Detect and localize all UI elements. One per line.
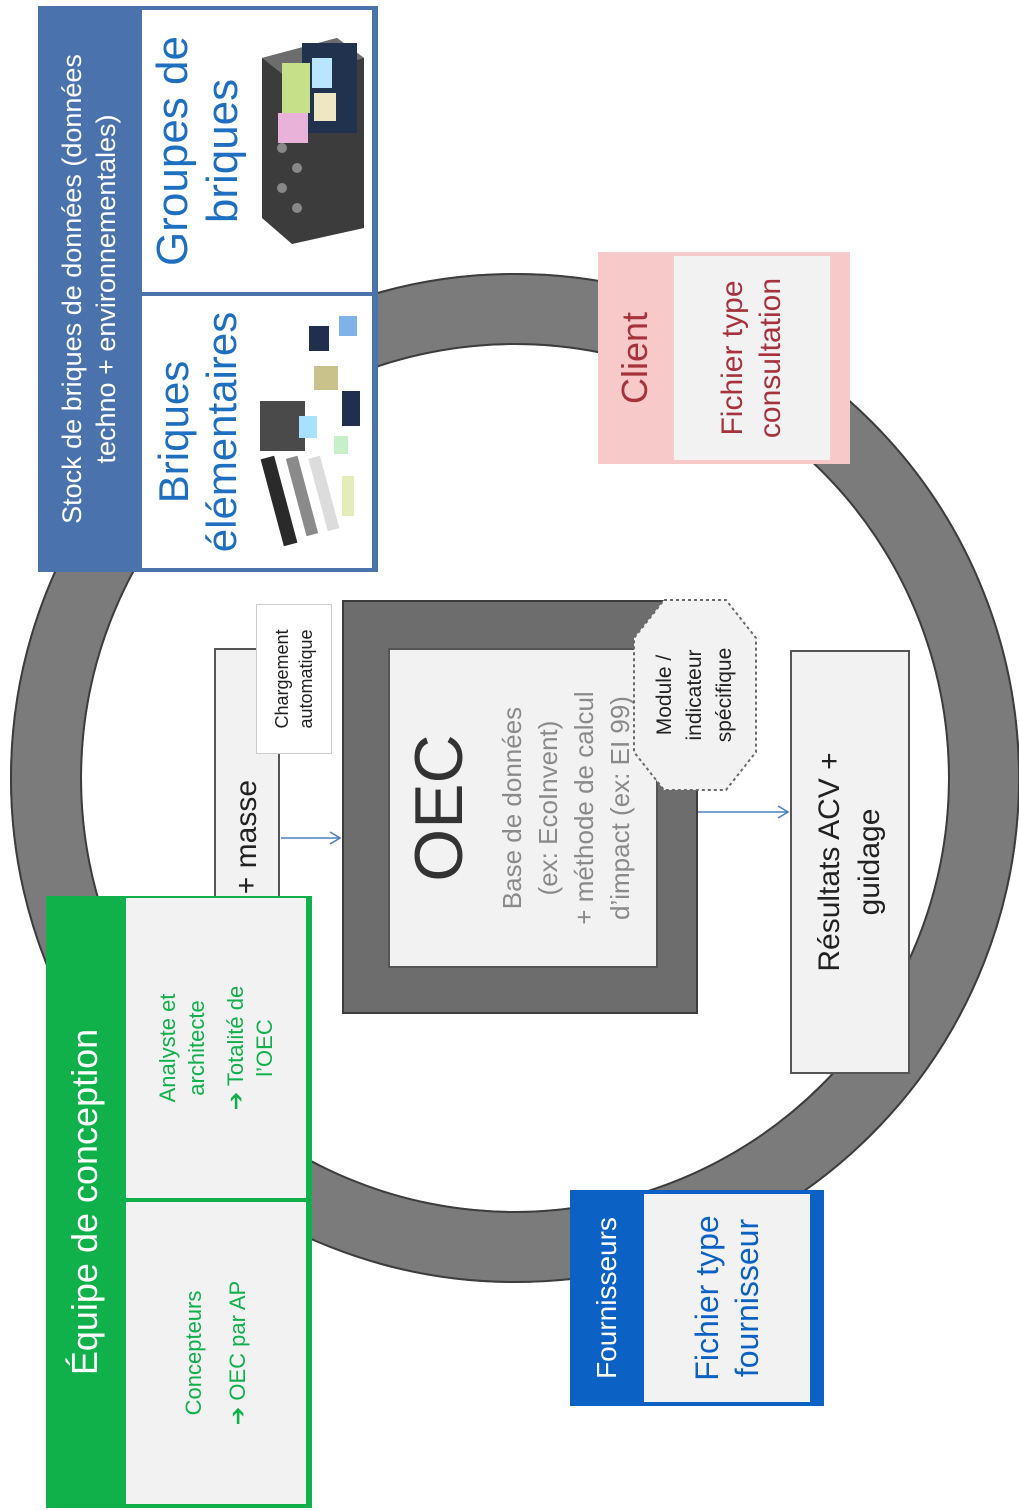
oec-to-results-arrow [698,805,790,819]
client-panel: Client Fichier type consultation [598,252,850,464]
designers-scope: ➔ OEC par AP [225,1280,250,1426]
client-file-card: Fichier type consultation [674,256,830,460]
autoload-tag: Chargement automatique [256,604,332,754]
suppliers-title: Fournisseurs [591,1217,622,1379]
suppliers-panel: Fournisseurs Fichier type fournisseur [570,1190,824,1406]
designers-label: Concepteurs [181,1290,206,1416]
supplier-file-card: Fichier type fournisseur [644,1194,810,1402]
design-team-title: Équipe de conception [64,1028,105,1376]
lego-elementary-bricks-image [260,316,360,547]
analyst-label: Analyste et architecte [155,993,209,1103]
lego-brick-group-image [262,38,364,244]
supplier-file-label: Fichier type fournisseur [689,1215,765,1381]
elementary-bricks-card: Briques élémentaires [142,296,372,568]
oec-frame: OEC Base de données (ex: EcoInvent) + mé… [342,600,698,1014]
analyst-scope: ➔ Totalité de l’OEC [223,985,277,1111]
oec-inner: OEC Base de données (ex: EcoInvent) + mé… [388,648,658,968]
brick-groups-card: Groupes de briques [142,10,372,292]
module-hexagon-shape [633,599,757,791]
brick-stock-panel: Stock de briques de données (données tec… [38,6,378,572]
analyst-card: Analyste et architecte ➔ Totalité de l’O… [126,898,306,1198]
designers-card: Concepteurs ➔ OEC par AP [126,1202,306,1504]
input-to-oec-arrow [281,831,342,845]
results-box: Résultats ACV + guidage [790,650,910,1074]
design-team-panel: Équipe de conception Analyste et archite… [46,896,312,1508]
